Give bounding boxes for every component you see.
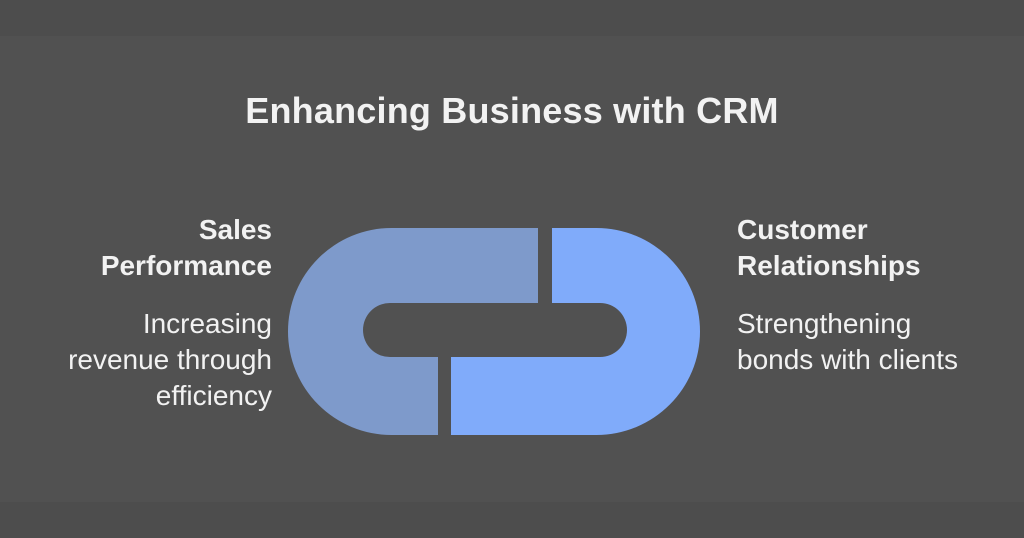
chain-link-icon	[288, 228, 700, 435]
heading-line: Customer	[737, 214, 868, 245]
description-line: Increasing	[142, 308, 272, 339]
heading-line: Relationships	[737, 250, 921, 281]
description-line: Strengthening	[737, 308, 912, 339]
customer-relationships-block: Customer Relationships Strengthening bon…	[737, 212, 997, 378]
sales-performance-heading: Sales Performance	[32, 212, 272, 284]
sales-performance-description: Increasing revenue through efficiency	[32, 306, 272, 414]
heading-line: Sales	[198, 214, 272, 245]
description-line: efficiency	[155, 380, 272, 411]
customer-relationships-description: Strengthening bonds with clients	[737, 306, 997, 378]
chain-right-link	[451, 228, 700, 435]
customer-relationships-heading: Customer Relationships	[737, 212, 997, 284]
description-line: bonds with clients	[737, 344, 959, 375]
slide-title: Enhancing Business with CRM	[245, 90, 779, 131]
chain-left-link	[288, 228, 538, 435]
sales-performance-block: Sales Performance Increasing revenue thr…	[32, 212, 272, 414]
heading-line: Performance	[100, 250, 272, 281]
description-line: revenue through	[68, 344, 272, 375]
